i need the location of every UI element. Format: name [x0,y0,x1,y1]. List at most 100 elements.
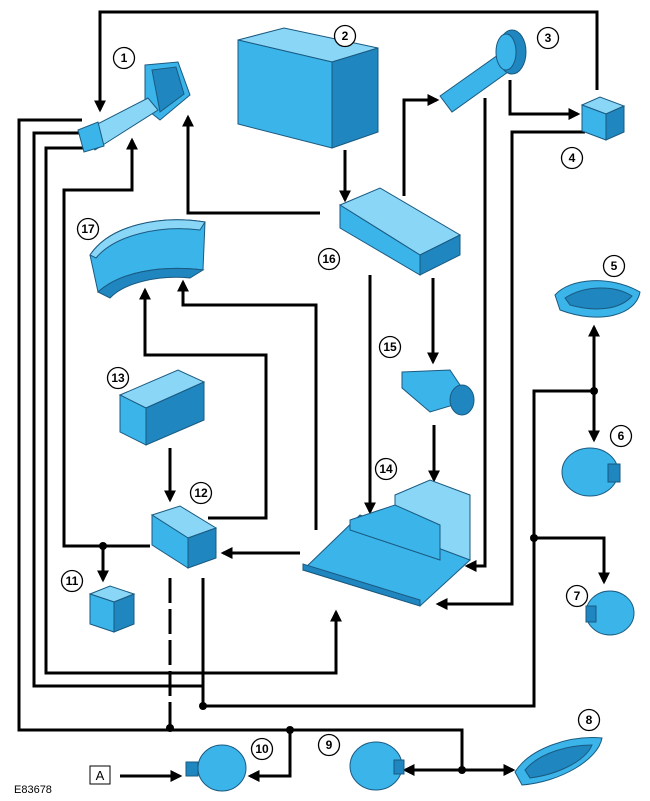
callout-2: 2 [333,24,357,48]
callout-number: 12 [194,486,208,500]
callout-number: 9 [326,738,333,752]
key-label: A [96,768,105,783]
component-15-ignition-switch [401,369,475,416]
callout-number: 11 [66,574,79,588]
component-13-control-module [118,369,206,446]
lamp-base [185,761,199,777]
component-11-relay [88,585,136,633]
callout-circle [112,46,136,70]
component-10-lamp [185,744,247,792]
box-front [302,563,421,607]
component-9-lamp [349,741,405,791]
callout-circle [609,424,633,448]
wire-16-to-3 [402,94,440,196]
callout-1: 1 [112,46,136,70]
callout-number: 5 [611,259,618,273]
callout-10: 10 [250,737,274,761]
component-17-instrument-cluster [89,219,206,299]
callout-circle [76,217,100,241]
callout-circle [374,457,398,481]
key-box [89,765,111,785]
junction-dot [530,534,538,542]
wire-4-to-14 [435,130,585,610]
lamp-base [393,759,405,775]
wire-to-7 [534,536,610,585]
callout-5: 5 [602,254,626,278]
hazard-face [495,33,517,71]
lamp-base [607,463,621,483]
component-4-relay [580,96,626,141]
callout-number: 7 [574,589,581,603]
relay-side [113,593,135,633]
wire-to-10 [247,730,292,782]
callout-circle [333,24,357,48]
callout-number: 16 [322,252,336,266]
component-7-lamp [585,590,635,636]
wire-16-to-1 [182,114,320,215]
repeater-lens [524,744,593,779]
callout-number: 3 [545,31,552,45]
wire-12-to-1 [62,137,150,548]
component-12-module [150,505,218,569]
component-14-junction-box [302,479,471,607]
callout-number: 10 [255,742,269,756]
callout-9: 9 [317,733,341,757]
callout-circle [106,366,130,390]
callout-number: 6 [618,429,625,443]
wire-to-lamps-right [203,389,594,708]
cluster-rim [89,219,206,259]
fuse-side [419,234,461,276]
callout-16: 16 [317,247,341,271]
callout-circle [560,146,584,170]
callout-number: 13 [111,371,125,385]
cluster-back [97,267,205,299]
callout-number: 15 [383,340,397,354]
junction-dot [99,542,107,550]
component-6-lamp [561,447,621,497]
callout-circle [536,26,560,50]
component-5-side-repeater [554,280,641,318]
component-16-fuse-box [338,187,462,276]
module-side [187,527,217,569]
callout-11: 11 [60,569,84,593]
wire-4-to-1 [94,10,599,113]
callout-circle [317,733,341,757]
junction-dot [286,726,294,734]
module-side [145,381,205,446]
junction-dot [590,387,598,395]
callout-circle [565,584,589,608]
callout-number: 2 [342,29,349,43]
callout-number: 8 [586,713,593,727]
callout-15: 15 [378,335,402,359]
component-1-indicator-switch [77,61,191,153]
wire-3-to-14 [464,98,487,572]
box-connectors [349,504,441,561]
callout-12: 12 [189,481,213,505]
repeater-lens [564,287,633,310]
callout-13: 13 [106,366,130,390]
callout-number: 1 [121,51,128,65]
wire-1-to-lamps [32,131,203,688]
callout-circle [378,335,402,359]
callout-7: 7 [565,584,589,608]
callout-circle [602,254,626,278]
callout-4: 4 [560,146,584,170]
callout-circle [250,737,274,761]
wire-1-to-14 [44,146,342,675]
relay-side [605,105,625,141]
callout-number: 4 [569,151,576,165]
callout-17: 17 [76,217,100,241]
wire-14-to-17 [177,279,318,530]
callout-6: 6 [609,424,633,448]
wire-3-to-4 [508,80,581,120]
component-3-hazard-switch [439,29,527,113]
wires [17,10,610,782]
lamp-base [585,605,597,623]
callout-number: 17 [81,222,95,236]
wire-12-to-17 [139,287,268,520]
callout-circle [577,708,601,732]
wire-outer-left [17,118,464,768]
switch-knob [77,121,105,153]
switch-face [151,66,185,113]
